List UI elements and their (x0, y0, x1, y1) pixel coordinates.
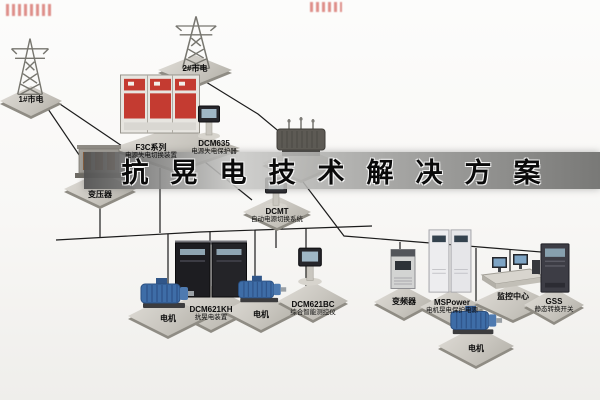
node-title: DCM621KH (189, 305, 233, 314)
transmission-tower-icon (8, 36, 52, 96)
node-title: 变频器 (392, 297, 416, 306)
node-label-motor-2: 电机 (224, 310, 298, 319)
banner-text: 抗晃电技术解决方案 (121, 158, 563, 188)
node-title: GSS (545, 297, 563, 306)
node-subtitle: 抗晃电装置 (194, 314, 228, 322)
node-title: DCM635 (198, 139, 230, 148)
motor-icon (446, 304, 504, 336)
red-watermark-mark (310, 2, 342, 12)
node-title: 监控中心 (497, 292, 529, 301)
node-title: 1#市电 (18, 95, 44, 104)
wire-9 (299, 177, 567, 255)
node-subtitle: 电机晃电保护电源 (426, 307, 478, 315)
node-title: DCM621BC (291, 300, 335, 309)
node-label-motor-1: 电机 (128, 314, 208, 323)
node-subtitle: 自动电源切换系统 (251, 216, 303, 224)
node-label-f3c-switchgear: F3C系列电源失电切换装置 (118, 143, 184, 160)
node-title: 电机 (253, 310, 269, 319)
watermark-banner: 抗晃电技术解决方案 (84, 152, 600, 189)
motor-icon (234, 274, 288, 304)
wire-6 (55, 225, 373, 241)
node-label-mains-2: 2#市电 (158, 64, 232, 73)
node-subtitle: 静态转换开关 (534, 306, 574, 314)
node-title: DCMT (265, 207, 289, 216)
node-title: 2#市电 (182, 64, 208, 73)
node-label-monitoring-center: 监控中心 (474, 292, 552, 301)
node-subtitle: 综合智能测控仪 (290, 309, 336, 317)
node-label-mains-1: 1#市电 (0, 95, 62, 104)
node-title: 电机 (468, 344, 484, 353)
node-title: F3C系列 (135, 143, 167, 152)
node-title: 电机 (160, 314, 176, 323)
power-meter-icon (196, 104, 222, 140)
node-label-motor-3: 电机 (438, 344, 514, 353)
transmission-tower-icon (172, 14, 220, 70)
power-meter-icon (296, 246, 324, 286)
wire-1 (53, 99, 123, 147)
node-subtitle: 电源失电保护器 (191, 148, 237, 156)
node-title: 变压器 (88, 190, 112, 199)
control-desk-icon (480, 248, 546, 290)
node-subtitle: 电源失电切换装置 (125, 152, 177, 160)
switchgear-cabinet-icon (120, 74, 200, 134)
vfd-cabinet-icon (389, 248, 417, 290)
sts-cabinet-icon (538, 242, 572, 294)
node-label-transformer: 变压器 (64, 190, 136, 199)
ups-cabinet-icon (428, 228, 472, 294)
node-title: MSPower (433, 298, 470, 307)
node-label-vfd: 变频器 (374, 297, 434, 306)
red-watermark-mark (6, 4, 52, 16)
motor-icon (136, 276, 196, 310)
